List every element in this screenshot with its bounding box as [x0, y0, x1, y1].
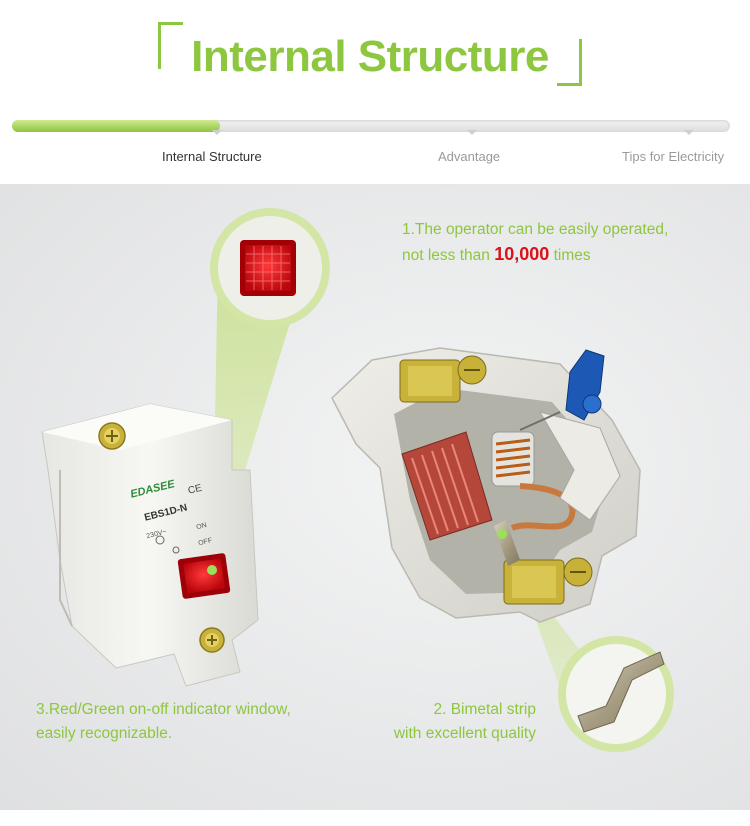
- step-marker-3: [684, 130, 694, 135]
- device-ce-mark: CE: [187, 483, 203, 497]
- step-marker-2: [467, 130, 477, 135]
- indicator-zoom-grid: [246, 246, 290, 290]
- caption-indicator-line2: easily recognizable.: [36, 725, 173, 742]
- caption-indicator-line1: 3.Red/Green on-off indicator window,: [36, 701, 291, 718]
- section-header: Internal Structure Internal Structure Ad…: [0, 0, 750, 184]
- page-title: Internal Structure: [191, 32, 549, 81]
- step-marker-1: [212, 130, 222, 135]
- tab-internal-structure[interactable]: Internal Structure: [162, 149, 262, 164]
- magnetic-coil: [491, 431, 535, 487]
- caption-bimetal-line2: with excellent quality: [393, 725, 536, 742]
- din-indicator-device: [41, 403, 259, 687]
- device-voltage: 230V~: [146, 529, 168, 541]
- caption-bimetal: 2. Bimetal strip with excellent quality: [380, 698, 536, 746]
- caption-bimetal-line1: 2. Bimetal strip: [433, 701, 536, 718]
- caption-operator: 1.The operator can be easily operated, n…: [402, 218, 668, 268]
- device-off-label: OFF: [198, 537, 213, 547]
- caption-operator-line1: 1.The operator can be easily operated,: [402, 221, 669, 238]
- progress-track: [12, 120, 730, 132]
- tab-advantage[interactable]: Advantage: [438, 149, 501, 164]
- tab-tips-for-electricity[interactable]: Tips for Electricity: [622, 149, 725, 164]
- title-frame: Internal Structure: [158, 22, 582, 86]
- caption-operator-prefix: not less than: [402, 247, 495, 264]
- bimetal-strip-zoom: [577, 651, 665, 733]
- breaker-internal-structure: [331, 347, 641, 623]
- title-bracket-right: [557, 39, 582, 86]
- operations-count-highlight: 10,000: [494, 244, 550, 264]
- indicator-hotspot-dot: [207, 565, 217, 575]
- progress-fill: [12, 120, 221, 132]
- bottom-strip: [0, 810, 750, 826]
- operating-handle: [565, 349, 605, 421]
- caption-indicator: 3.Red/Green on-off indicator window, eas…: [36, 698, 291, 746]
- caption-operator-suffix: times: [549, 247, 591, 264]
- caption-operator-line2: not less than 10,000 times: [402, 242, 668, 268]
- device-on-label: ON: [196, 522, 208, 531]
- indicator-zoom-window: [245, 245, 291, 291]
- title-bracket-left: [158, 22, 183, 69]
- bimetal-hotspot-dot: [497, 529, 507, 539]
